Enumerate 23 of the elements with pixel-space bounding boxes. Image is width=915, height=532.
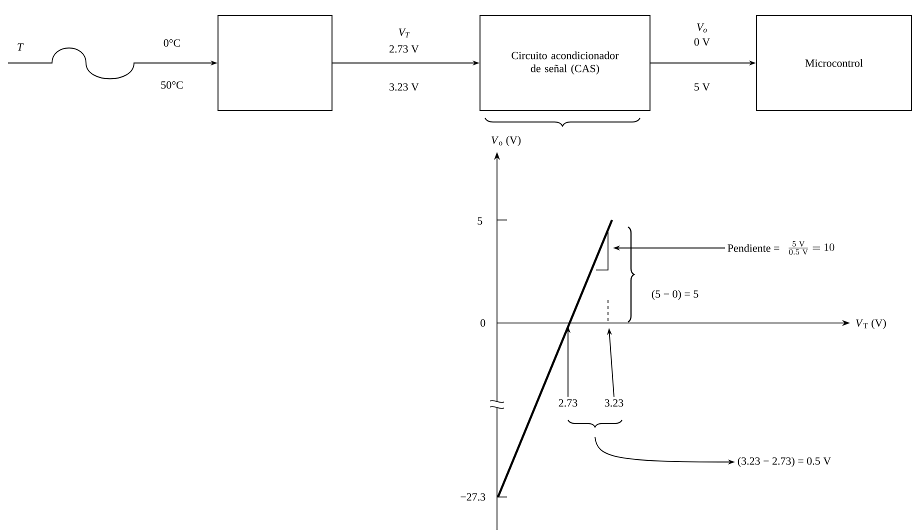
axis-label: V$_{o}$ (V) (492, 136, 521, 146)
temperature-label: 0°C (164, 39, 180, 47)
variable-label: T (18, 43, 24, 51)
axis-label: V$_{T}$ (V) (856, 319, 886, 329)
signal-label: V$_{o}$ (697, 24, 707, 32)
voltage-label: 3.23 V (390, 83, 419, 91)
tick-label: 5 (478, 217, 482, 225)
slope-formula: $\frac{5\ \mathrm{V}}{0.5\ \mathrm{V}} = 10$ (788, 241, 834, 255)
tick-value: 3.23 (604, 399, 624, 407)
difference-annotation: (5 − 0) = 5 (652, 290, 698, 300)
voltage-label: 0 V (694, 38, 710, 46)
tick-label: −27.3 (460, 493, 486, 501)
sensor-box (218, 15, 332, 111)
voltage-label: 2.73 V (390, 45, 419, 53)
tick-value: 2.73 (558, 399, 578, 407)
signal-label: V$_{T}$ (398, 28, 410, 38)
difference-annotation: (3.23 − 2.73) = 0.5 V (738, 457, 831, 467)
tick-label: 0 (480, 319, 486, 327)
process-box: Circuito acondicionador de señal (CAS) (480, 15, 650, 111)
voltage-label: 5 V (694, 83, 710, 91)
temperature-label: 50°C (161, 81, 183, 89)
process-box: Microcontrol (756, 15, 912, 111)
slope-annotation: Pendiente = (728, 244, 780, 252)
